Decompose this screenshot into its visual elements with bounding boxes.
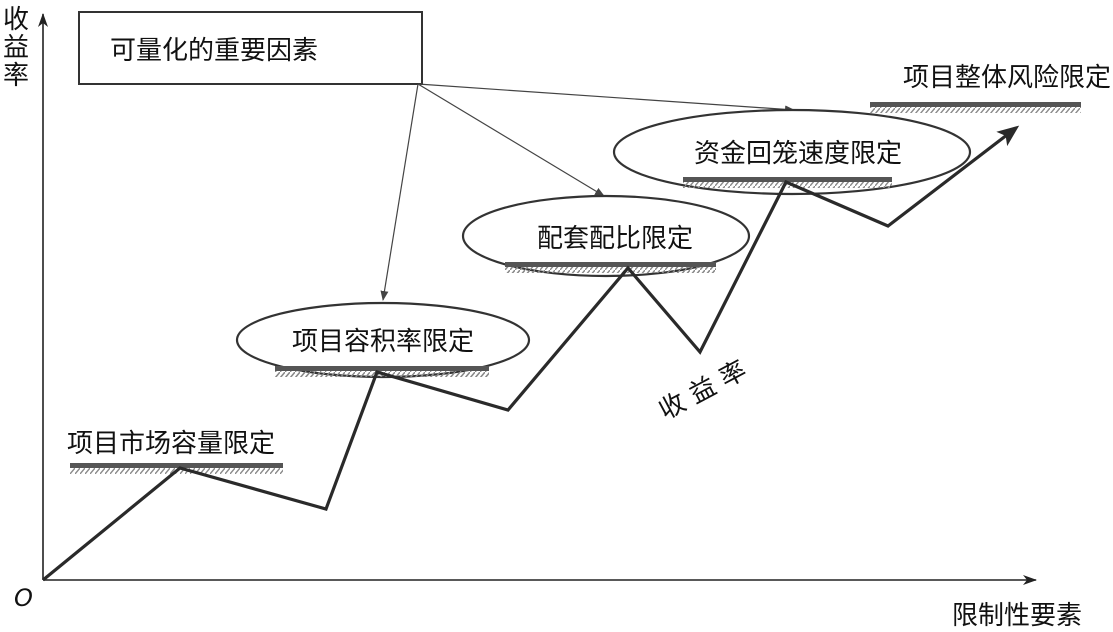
constraint-label-far: 项目容积率限定 xyxy=(292,327,474,357)
x-axis-label: 限制性要素 xyxy=(952,601,1082,631)
pointer-arrow-ratio xyxy=(417,83,605,197)
constraint-label-capital: 资金回笼速度限定 xyxy=(694,139,902,169)
ellipse-ratio xyxy=(461,194,751,278)
constraint-label-ratio: 配套配比限定 xyxy=(537,224,693,254)
pointer-arrow-capital xyxy=(417,83,795,114)
pointer-arrow-far xyxy=(380,83,419,301)
origin-label: O xyxy=(14,584,33,612)
constraint-label-risk: 项目整体风险限定 xyxy=(903,63,1111,93)
source-box-label: 可量化的重要因素 xyxy=(110,36,318,66)
source-box xyxy=(78,11,423,85)
y-axis-label: 收 益 率 xyxy=(3,5,37,91)
ellipse-capital xyxy=(612,108,972,196)
return-curve xyxy=(41,125,1020,582)
curve-label: 收 益 率 xyxy=(654,355,752,426)
constraint-label-market: 项目市场容量限定 xyxy=(67,429,275,459)
constraint-bar-market xyxy=(70,463,283,474)
constraint-bar-risk xyxy=(870,102,1081,113)
